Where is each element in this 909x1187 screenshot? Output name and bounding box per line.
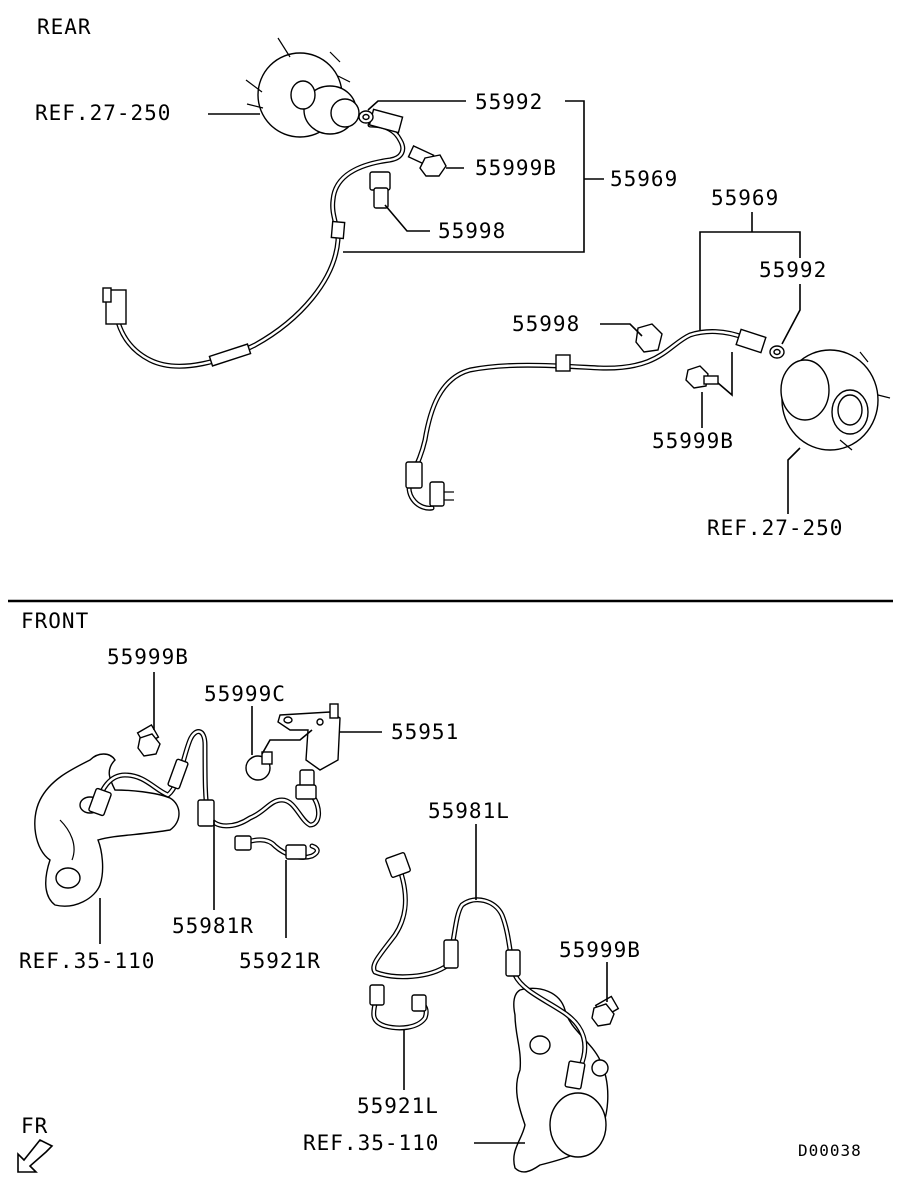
rear-right-bolt bbox=[685, 365, 719, 389]
rear-left-hub bbox=[245, 37, 360, 138]
front-right-knuckle bbox=[513, 987, 609, 1173]
rear-right-hub bbox=[780, 349, 891, 451]
label-55921l-front: 55921L bbox=[357, 1094, 439, 1118]
label-55998-rear-right: 55998 bbox=[512, 312, 581, 336]
front-bolt-55999b-top bbox=[136, 723, 161, 757]
label-fr: FR bbox=[21, 1114, 49, 1138]
label-55921r-front: 55921R bbox=[239, 949, 321, 973]
label-55981l-front: 55981L bbox=[428, 799, 510, 823]
leader-55992-right bbox=[781, 284, 801, 345]
leader-rear-bolt-axis bbox=[717, 352, 733, 397]
leader-ref-right bbox=[787, 447, 801, 514]
rear-left-sensor-cable bbox=[102, 108, 406, 369]
section-title-rear: REAR bbox=[37, 15, 92, 39]
rear-left-ring bbox=[358, 110, 374, 124]
front-bracket-55951 bbox=[277, 703, 341, 771]
label-55999b-front-right: 55999B bbox=[559, 938, 641, 962]
leader-55992-left bbox=[367, 100, 466, 111]
label-ref-front-left: REF.35-110 bbox=[19, 949, 156, 973]
label-55999b-rear-left: 55999B bbox=[475, 156, 557, 180]
front-right-grommet-55921l bbox=[369, 984, 429, 1031]
label-55992-rear-right: 55992 bbox=[759, 258, 828, 282]
rear-right-ring bbox=[769, 345, 785, 359]
front-arrow-icon bbox=[17, 1138, 54, 1173]
front-bolt-55999c bbox=[245, 751, 273, 781]
label-55999c-front: 55999C bbox=[204, 682, 286, 706]
section-title-front: FRONT bbox=[21, 609, 90, 633]
leader-55998-left bbox=[384, 204, 430, 232]
rear-right-clip bbox=[635, 323, 663, 353]
label-ref-rear-right: REF.27-250 bbox=[707, 516, 844, 540]
front-right-sensor-cable bbox=[371, 852, 588, 1090]
bracket-55969-right bbox=[699, 231, 801, 330]
front-left-grommet-55921r bbox=[234, 835, 320, 860]
front-bolt-55999b-right bbox=[591, 995, 620, 1027]
label-ref-front-bottom: REF.35-110 bbox=[303, 1131, 440, 1155]
bracket-55969-left bbox=[343, 100, 585, 253]
leader-55998-right bbox=[600, 323, 643, 337]
label-55999b-front-top: 55999B bbox=[107, 645, 189, 669]
front-left-knuckle bbox=[34, 753, 180, 907]
label-ref-rear-left: REF.27-250 bbox=[35, 101, 172, 125]
label-55998-rear-left: 55998 bbox=[438, 219, 507, 243]
leader-55999c-b bbox=[261, 729, 313, 755]
diagram-code: D00038 bbox=[798, 1141, 862, 1160]
rear-left-clip bbox=[369, 171, 391, 209]
label-55999b-rear-right: 55999B bbox=[652, 429, 734, 453]
label-55969-rear-left: 55969 bbox=[610, 167, 679, 191]
rear-right-sensor-cable bbox=[405, 328, 767, 511]
label-55992-rear-left: 55992 bbox=[475, 90, 544, 114]
label-55981r-front: 55981R bbox=[172, 914, 254, 938]
rear-left-bolt bbox=[407, 144, 447, 177]
label-55951-front: 55951 bbox=[391, 720, 460, 744]
label-55969-rear-right: 55969 bbox=[711, 186, 780, 210]
front-left-sensor-cable bbox=[88, 729, 321, 829]
